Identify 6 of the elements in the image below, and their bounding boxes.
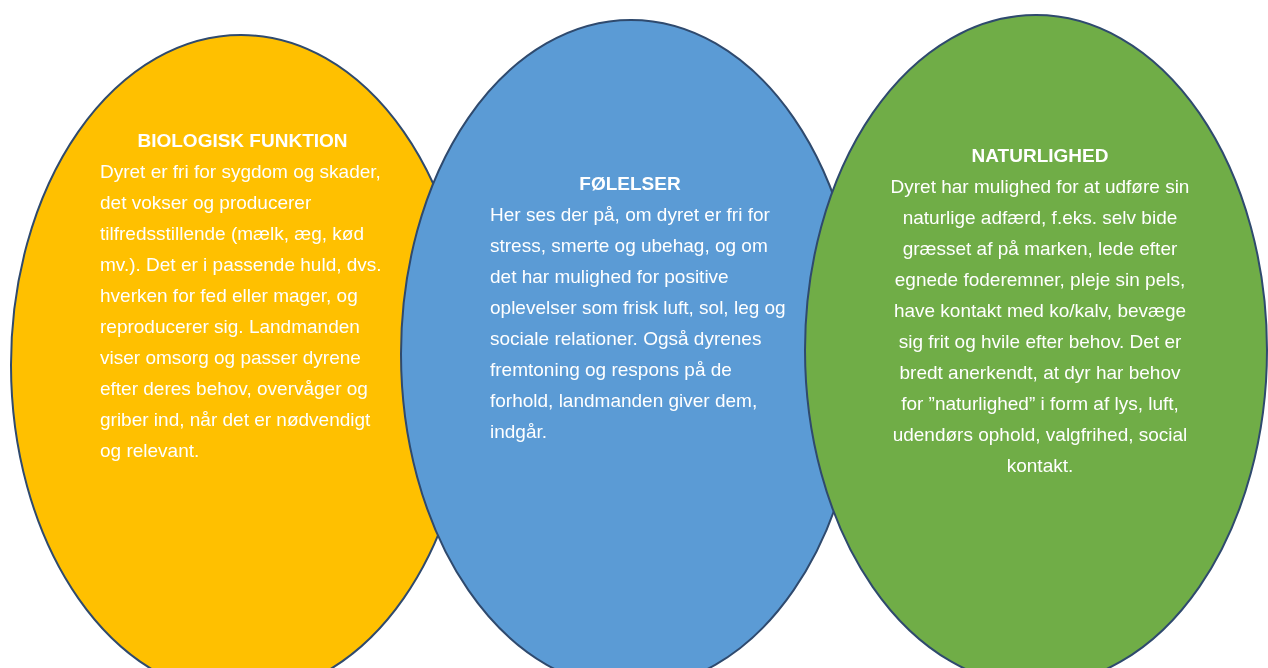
ellipse-text: Her ses der på, om dyret er fri for stress, smerte og ubehag, og om det har mulighed for positive oplevelser som frisk luft, sol, leg og sociale relationer. Også dyrenes fremtoning og respons på de forhold, landmanden giver dem, indgår. (490, 203, 787, 444)
ellipse-text: Dyret har mulighed for at udføre sin naturlige adfærd, f.eks. selv bide græsset af på marken, lede efter egnede foderemner, pleje sin pels, have kontakt med ko/kalv, bevæge sig frit og hvile efter behov. Det er bredt anerkendt, at dyr har behov for ”naturlighed” i form af lys, luft, udendørs ophold, valgfrihed, social kontakt. (890, 175, 1190, 478)
ellipse-text: Dyret er fri for sygdom og skader, det vokser og producerer tilfredsstillende (mælk, æg, kød mv.). Det er i passende huld, dvs. hverken for fed eller mager, og reproducerer sig. Landmanden viser omsorg og passer dyrene efter deres behov, overvåger og griber ind, når det er nødvendigt og relevant. (100, 160, 383, 463)
ellipse-heading: FØLELSER (578, 172, 682, 196)
ellipse-heading: NATURLIGHED (970, 144, 1110, 168)
ellipse-heading: BIOLOGISK FUNKTION (136, 129, 349, 153)
